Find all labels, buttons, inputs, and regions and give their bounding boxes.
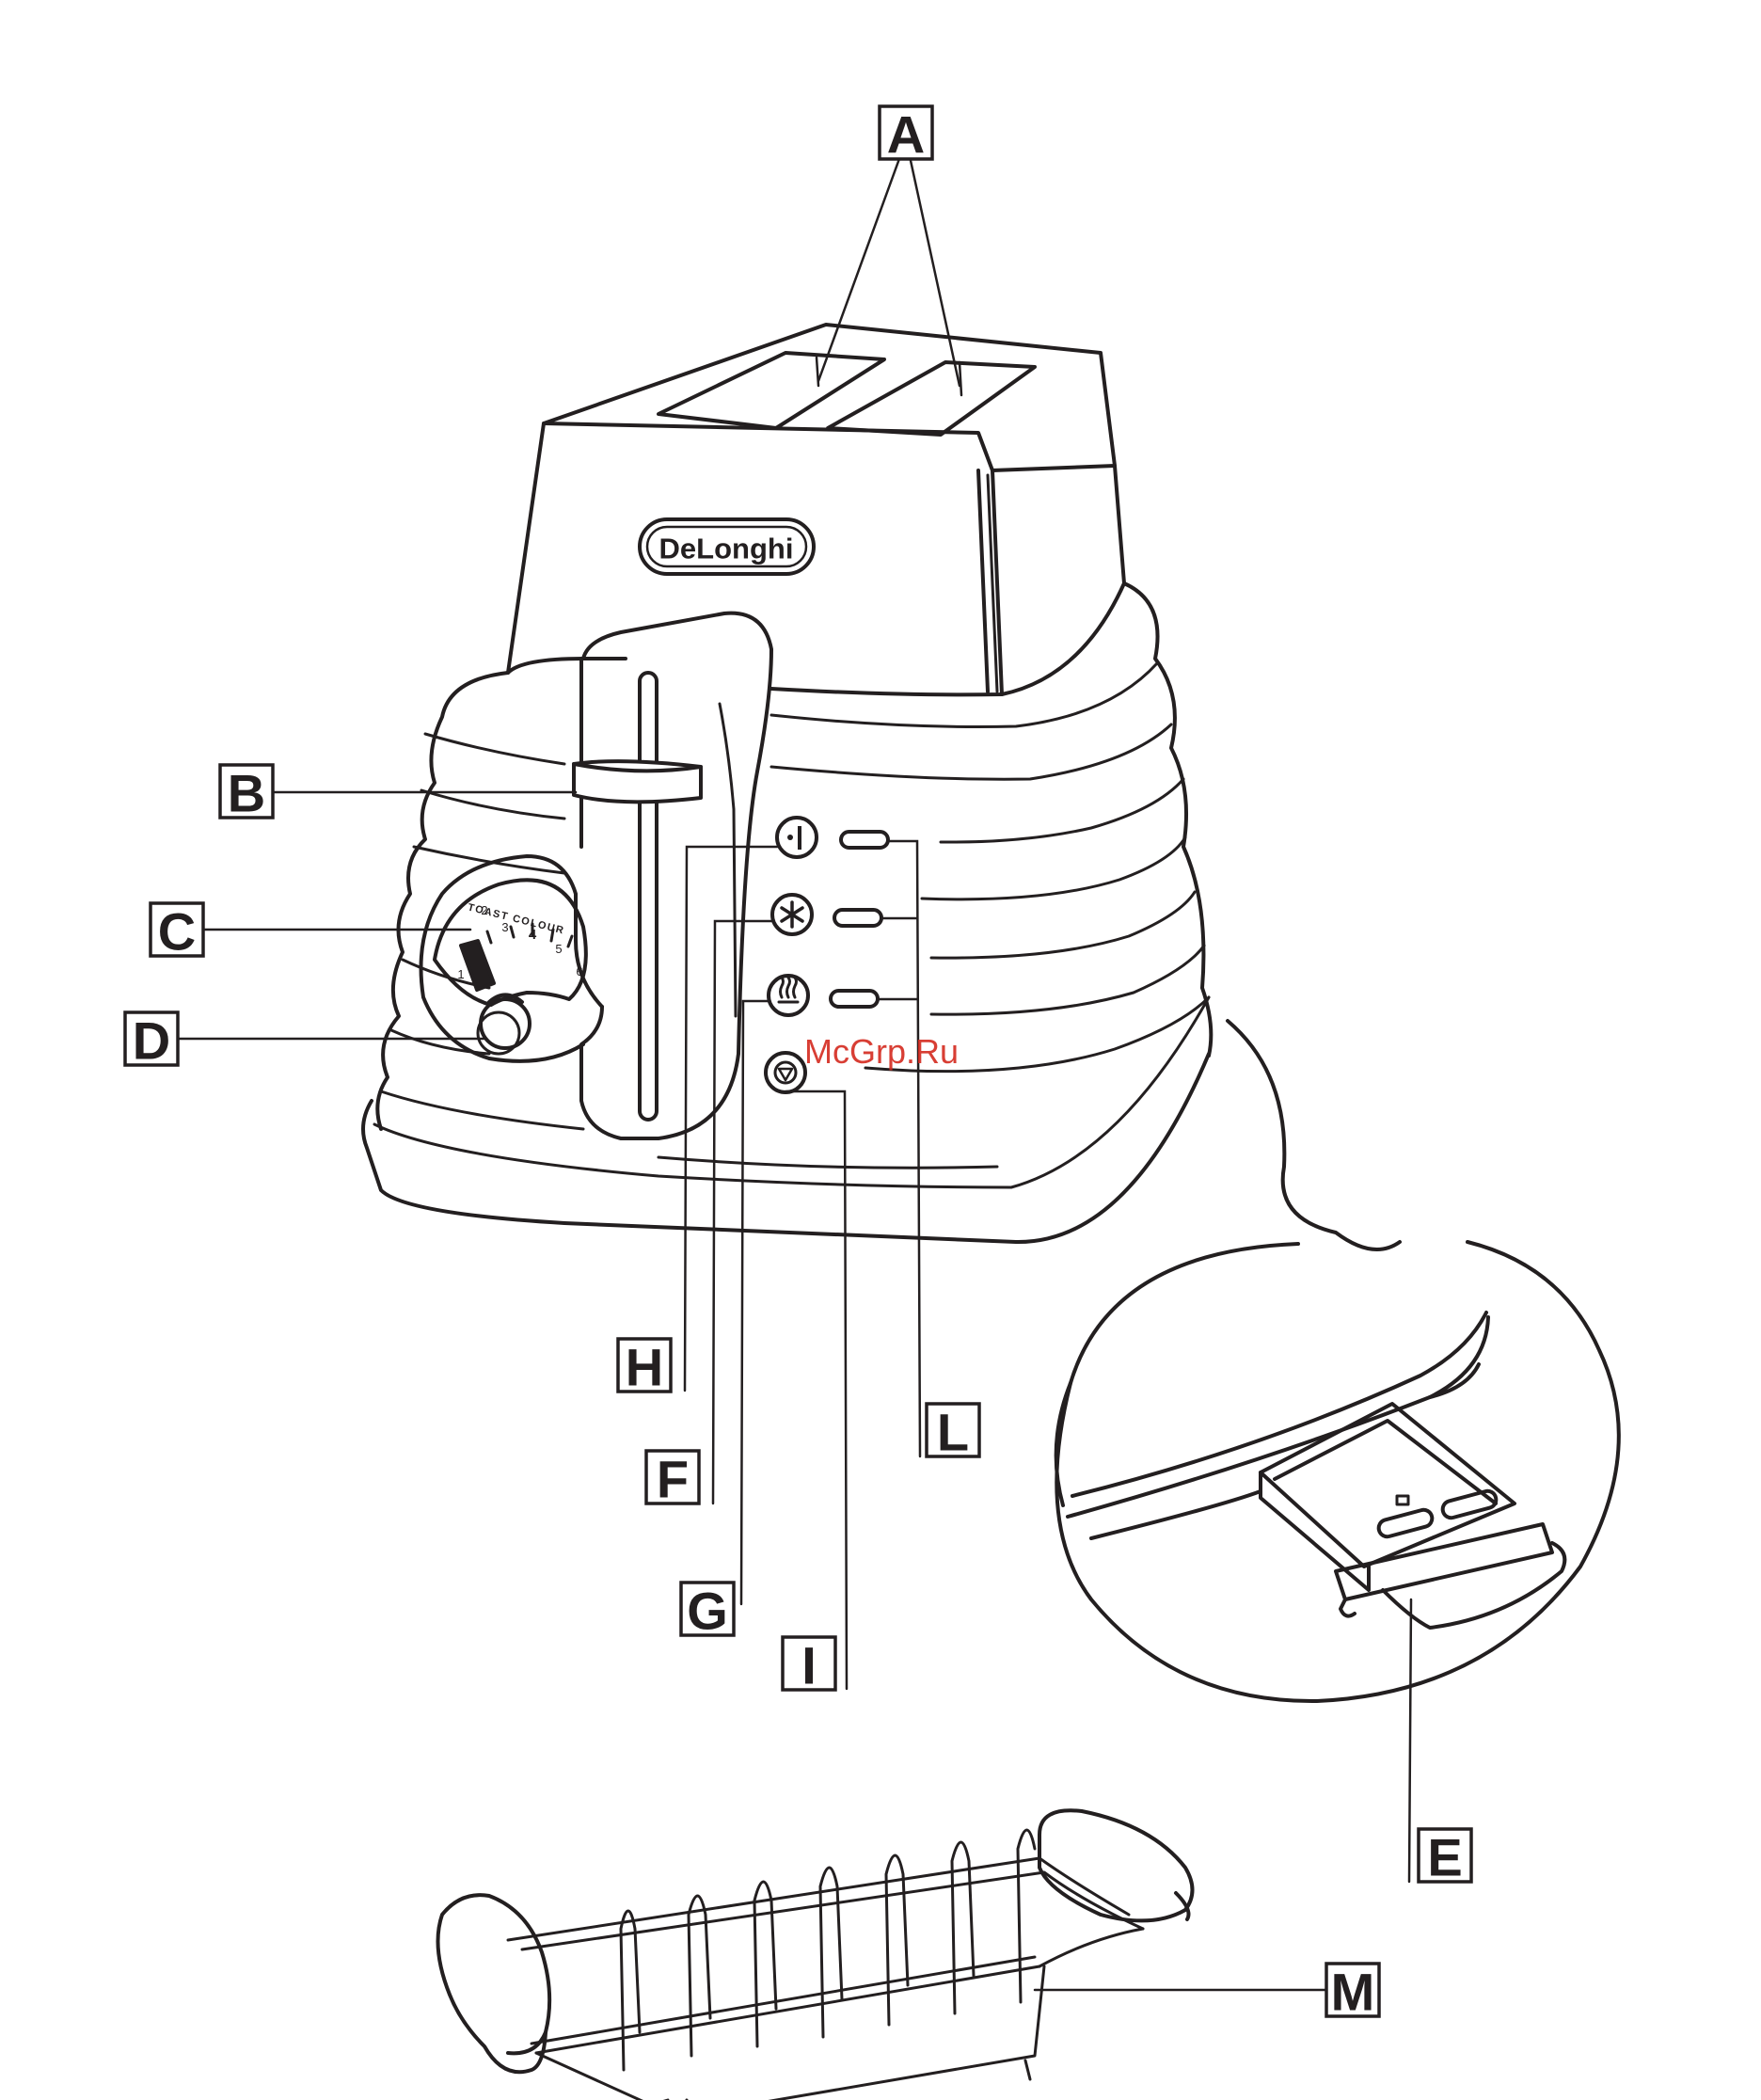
lift-button[interactable] xyxy=(777,818,817,857)
lift-indicator xyxy=(841,832,888,848)
toaster-top xyxy=(544,325,1115,470)
svg-text:C: C xyxy=(158,902,196,962)
lever[interactable] xyxy=(574,761,701,802)
dial-title: TOAST COLOUR xyxy=(467,901,566,936)
label-M: M xyxy=(1326,1963,1379,2022)
bread-slot-right xyxy=(828,362,1035,435)
svg-text:I: I xyxy=(801,1636,817,1695)
label-C: C xyxy=(151,902,203,962)
reheat-indicator xyxy=(831,991,878,1007)
svg-text:G: G xyxy=(687,1582,728,1641)
crumb-tray-callout xyxy=(1056,1021,1619,1701)
reheat-icon xyxy=(779,978,798,1002)
brand-logo-text: DeLonghi xyxy=(659,533,794,565)
svg-text:A: A xyxy=(887,105,925,165)
svg-text:L: L xyxy=(937,1403,969,1462)
reheat-button[interactable] xyxy=(769,976,808,1015)
cancel-button[interactable] xyxy=(766,1053,805,1092)
defrost-button[interactable] xyxy=(772,895,812,934)
label-B: B xyxy=(220,764,273,823)
svg-text:F: F xyxy=(657,1450,689,1509)
label-D: D xyxy=(125,1011,178,1071)
toaster-upper-body xyxy=(508,423,1124,694)
svg-text:D: D xyxy=(133,1011,170,1071)
cancel-icon xyxy=(775,1062,796,1083)
label-A: A xyxy=(880,105,932,165)
svg-text:B: B xyxy=(228,764,265,823)
snowflake-icon xyxy=(782,902,802,927)
label-E: E xyxy=(1419,1828,1471,1887)
label-L: L xyxy=(927,1403,979,1462)
dial-tick-1: 1 xyxy=(457,967,464,981)
label-H: H xyxy=(618,1338,671,1397)
svg-text:M: M xyxy=(1331,1963,1375,2022)
crumb-tray[interactable] xyxy=(1261,1404,1564,1628)
svg-text:H: H xyxy=(626,1338,663,1397)
dial-tick-5: 5 xyxy=(555,942,562,956)
dial-plate: 1 2 3 4 5 6 TOAST COLOUR xyxy=(421,856,603,1061)
label-F: F xyxy=(646,1450,699,1509)
dial-tick-6: 6 xyxy=(576,964,582,978)
label-I: I xyxy=(783,1636,835,1695)
defrost-indicator xyxy=(834,910,881,926)
brand-logo: DeLonghi xyxy=(640,519,814,574)
bun-warmer-rack xyxy=(438,1810,1193,2100)
watermark: McGrp.Ru xyxy=(804,1032,959,1071)
label-G: G xyxy=(681,1582,734,1641)
svg-text:E: E xyxy=(1427,1828,1462,1887)
